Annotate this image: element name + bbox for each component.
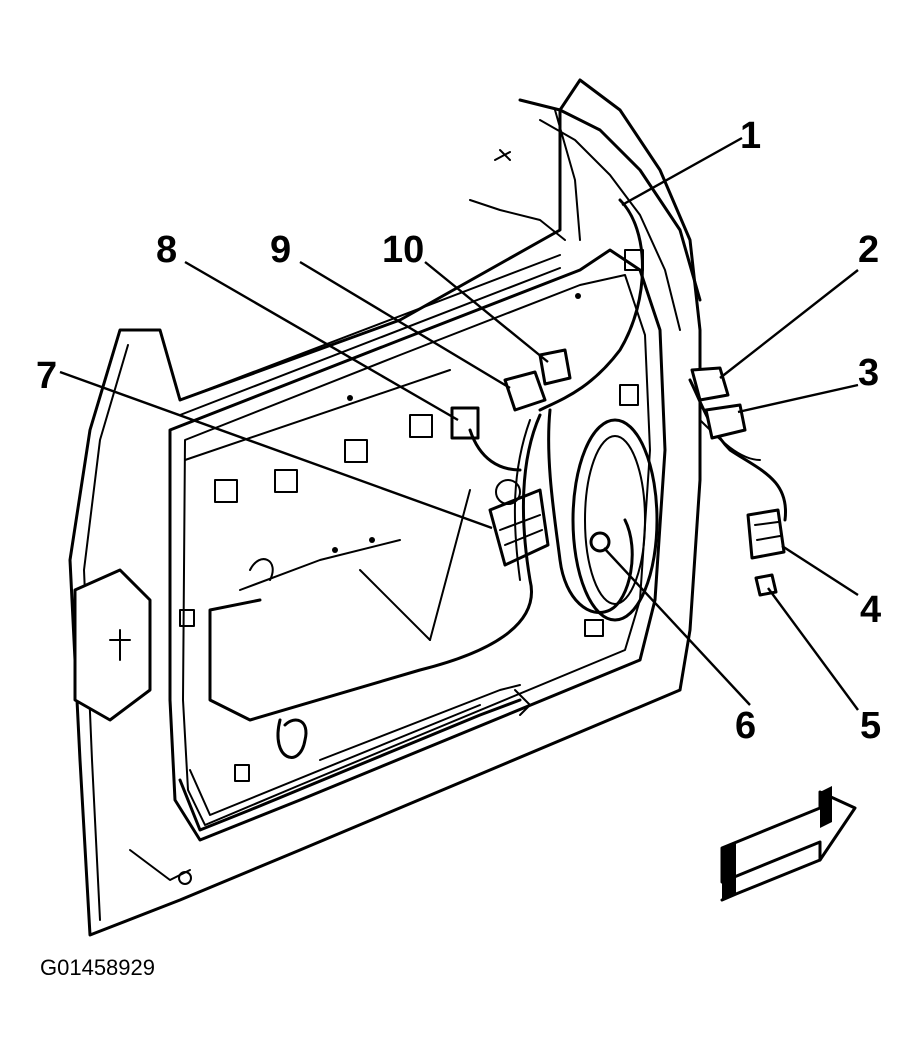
callout-1: 1 — [740, 115, 761, 157]
puddle-lamp — [754, 573, 778, 597]
callout-9: 9 — [270, 229, 291, 271]
callout-6: 6 — [735, 705, 756, 747]
figure-id: G01458929 — [40, 955, 155, 980]
window-switch-connector — [538, 348, 572, 386]
leader-lines — [59, 136, 859, 711]
puddle-lamp-connector — [746, 508, 786, 560]
callout-7: 7 — [36, 355, 57, 397]
door-harness-connector — [690, 366, 730, 402]
callout-labels: 1 2 3 4 5 6 7 8 9 10 — [36, 115, 881, 747]
callout-10: 10 — [382, 229, 424, 271]
body-harness-connector — [704, 403, 747, 440]
regulator-motor — [488, 479, 550, 567]
callout-5: 5 — [860, 705, 881, 747]
forward-arrow-icon — [720, 786, 857, 902]
speaker-connector — [589, 531, 611, 553]
callout-2: 2 — [858, 229, 879, 271]
callout-8: 8 — [156, 229, 177, 271]
mirror-connector — [503, 370, 547, 412]
callout-4: 4 — [860, 589, 881, 631]
callout-3: 3 — [858, 352, 879, 394]
door-panel — [68, 78, 788, 937]
lock-switch-connector — [450, 406, 480, 440]
